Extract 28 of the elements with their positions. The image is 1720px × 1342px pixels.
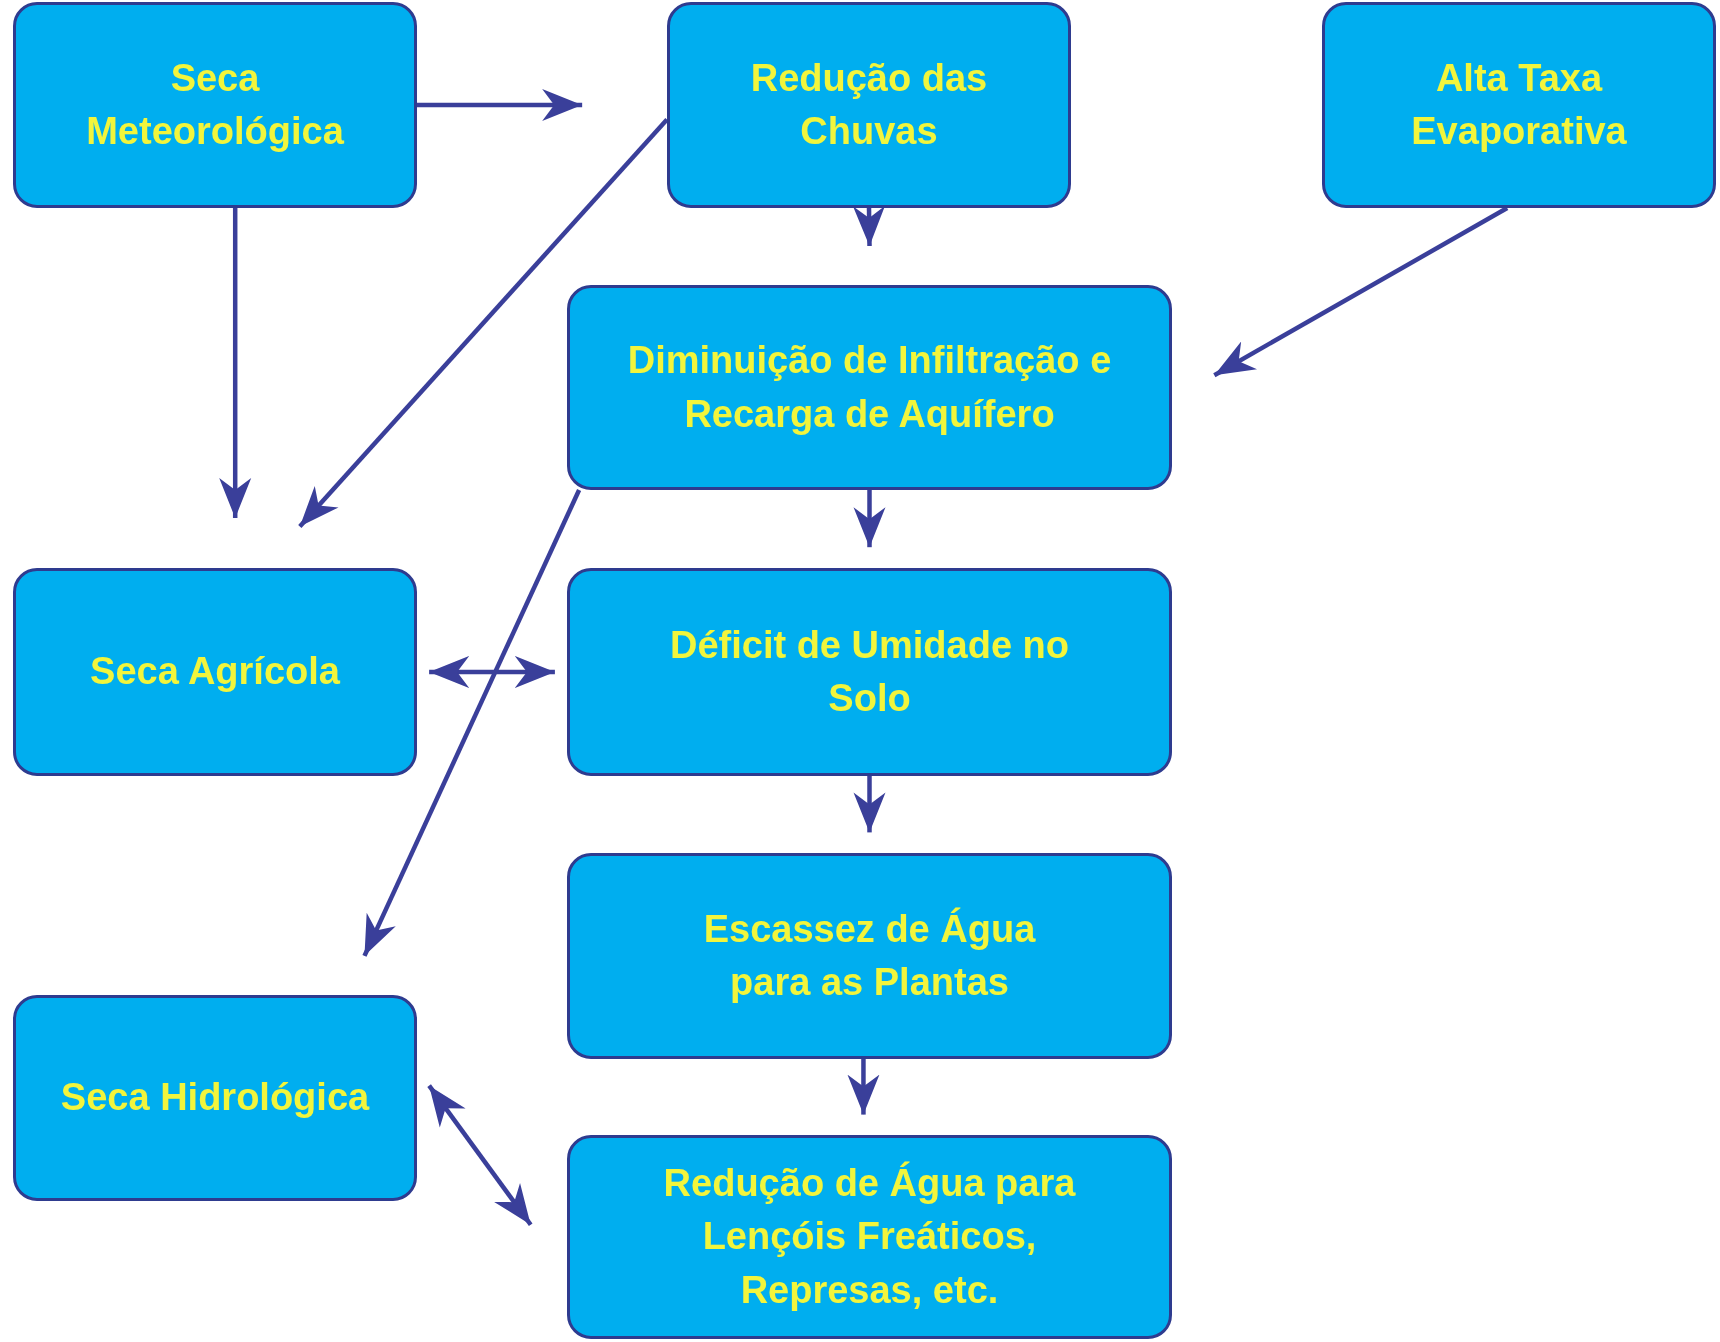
process-box	[567, 285, 1172, 490]
box-label: Redução de Água para Lençóis Freáticos, Represas, etc.	[662, 1160, 1077, 1313]
arrow	[853, 776, 886, 833]
box-label: Alta Taxa Evaporativa	[1410, 55, 1628, 154]
process-box	[13, 568, 417, 776]
box-label: Seca Hidrológica	[60, 1075, 370, 1121]
arrow	[427, 1084, 533, 1227]
box-label: Seca Agrícola	[90, 649, 340, 695]
process-box	[667, 2, 1071, 208]
arrow	[429, 656, 555, 688]
process-box	[567, 568, 1172, 776]
arrow	[853, 490, 886, 548]
process-box	[567, 1135, 1172, 1339]
box-label: Diminuição de Infiltração e Recarga de Aquífero	[626, 338, 1113, 437]
arrow	[362, 489, 582, 957]
process-box	[567, 853, 1172, 1059]
arrow	[1213, 206, 1509, 378]
process-box	[1322, 2, 1716, 208]
arrow	[417, 89, 583, 121]
box-label: Escassez de Água para as Plantas	[702, 906, 1037, 1005]
arrow	[847, 1059, 880, 1115]
process-box	[13, 2, 417, 208]
arrow	[298, 117, 669, 528]
process-box	[13, 995, 417, 1201]
arrow	[219, 208, 252, 519]
box-label: Seca Meteorológica	[85, 55, 345, 154]
box-label: Déficit de Umidade no Solo	[669, 622, 1070, 721]
box-label: Redução das Chuvas	[749, 55, 989, 154]
